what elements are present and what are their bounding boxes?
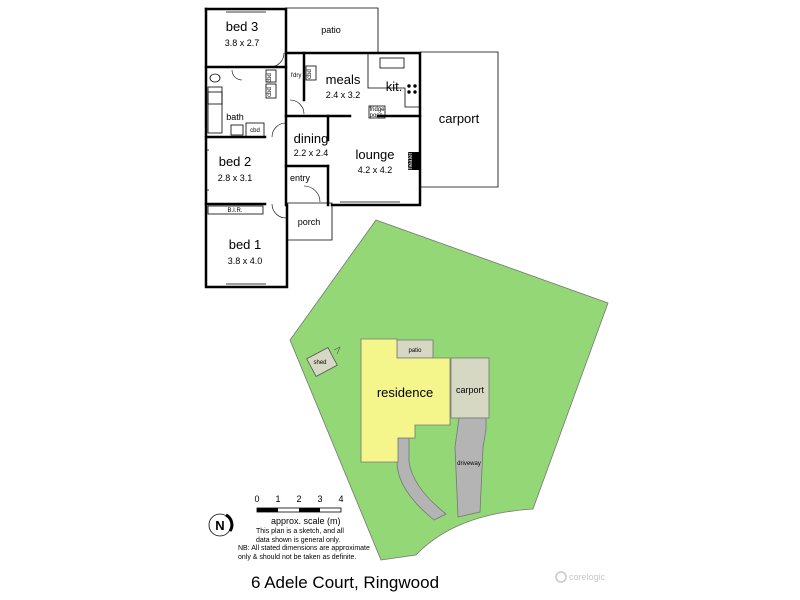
scale-tick-4: 4: [338, 494, 343, 504]
note-line-2: data shown is general only.: [256, 537, 340, 544]
cbd-label: cbd: [250, 128, 260, 134]
shower: [207, 91, 223, 105]
residence-label: residence: [377, 385, 433, 400]
room-bed2-label: bed 2: [219, 154, 252, 169]
exterior-wall-top-right: [204, 7, 422, 207]
site-carport: [450, 357, 490, 419]
room-meals-label: meals: [326, 72, 361, 87]
window-bed1: [226, 283, 266, 288]
carport-outline: [420, 51, 499, 188]
cbd-label: cbd: [267, 73, 273, 83]
patio-outline: [285, 7, 379, 53]
scale-caption: approx. scale (m): [271, 516, 341, 526]
room-entry-label: entry: [290, 173, 311, 183]
bathtub: [207, 86, 223, 134]
heater-label: heater: [408, 152, 414, 169]
room-bed1-label: bed 1: [229, 237, 262, 252]
room-dining-dims: 2.2 x 2.4: [294, 148, 329, 158]
site-residence: [360, 338, 451, 463]
bath-cupboard: [245, 122, 265, 138]
room-patio-label: patio: [321, 25, 341, 35]
scale-tick-3: 3: [317, 494, 322, 504]
note-line-4: only & should not be taken as definite.: [238, 554, 356, 561]
site-driveway: [454, 417, 487, 518]
toilet: [209, 73, 221, 83]
room-porch-label: porch: [298, 217, 321, 227]
window-bed2: [206, 149, 209, 191]
shed-door: [333, 346, 341, 355]
note-line-3: NB: All stated dimensions are approximat…: [238, 545, 370, 552]
hall-cupboard-1: [265, 69, 277, 83]
scale-tick-1: 1: [275, 494, 280, 504]
room-kitchen-label: kit.: [386, 79, 403, 94]
disclaimer: This plan is a sketch, and all data show…: [238, 528, 370, 561]
north-compass-icon: N: [208, 513, 234, 537]
compass-n: N: [215, 518, 224, 533]
cbd-label: cbd: [267, 87, 273, 97]
kitchen-sink: [379, 57, 405, 69]
scale-tick-0: 0: [254, 494, 259, 504]
heater: [408, 152, 419, 170]
laundry-label: l'dry: [291, 73, 302, 79]
room-bed2-dims: 2.8 x 3.1: [218, 173, 253, 183]
built-in-robe: [207, 205, 264, 215]
scale-bar: 0 1 2 3 4 approx. scale (m): [254, 494, 343, 526]
vanity: [230, 124, 244, 136]
room-bath-label: bath: [226, 112, 244, 122]
bir-label: B.I.R.: [227, 208, 242, 214]
note-line-1: This plan is a sketch, and all: [256, 528, 344, 535]
driveway-label: driveway: [457, 461, 481, 467]
laundry-cupboard: [305, 65, 317, 81]
room-lounge-label: lounge: [355, 147, 394, 162]
site-plan: shed patio residence carport driveway: [289, 219, 609, 561]
room-bed3-dims: 3.8 x 2.7: [225, 38, 260, 48]
room-meals-dims: 2.4 x 3.2: [326, 90, 361, 100]
site-patio-label: patio: [408, 348, 422, 354]
fridge-label: fridge: [369, 107, 385, 113]
logo-text: corelogic: [569, 572, 606, 582]
site-shed: [306, 346, 338, 378]
room-lounge-dims: 4.2 x 4.2: [358, 165, 393, 175]
site-carport-label: carport: [456, 385, 485, 395]
window-bed3: [226, 8, 266, 13]
property-title: 6 Adele Court, Ringwood: [251, 573, 439, 592]
room-bed1-dims: 3.8 x 4.0: [228, 256, 263, 266]
door-bed3: [269, 52, 285, 68]
door-bed1: [271, 203, 287, 219]
door-toilet: [231, 69, 243, 81]
cooktop: [407, 84, 417, 94]
cbd-label: cbd: [307, 69, 313, 79]
fridge-position: [368, 105, 386, 119]
site-path: [396, 437, 447, 521]
kitchen-bench: [367, 54, 420, 108]
room-bed3-label: bed 3: [226, 19, 259, 34]
room-dining-label: dining: [294, 131, 329, 146]
room-carport-label: carport: [439, 111, 480, 126]
floor-plan: bed 3 3.8 x 2.7 patio meals 2.4 x 3.2 ki…: [204, 7, 499, 289]
door-bed2: [271, 122, 287, 138]
brand-logo: corelogic: [555, 571, 606, 583]
door-laundry: [289, 99, 305, 115]
hall-cupboard-2: [265, 83, 277, 99]
fridge-label: posn.: [370, 113, 385, 119]
scale-tick-2: 2: [296, 494, 301, 504]
shed-label: shed: [313, 360, 326, 366]
door-entry: [303, 185, 321, 203]
